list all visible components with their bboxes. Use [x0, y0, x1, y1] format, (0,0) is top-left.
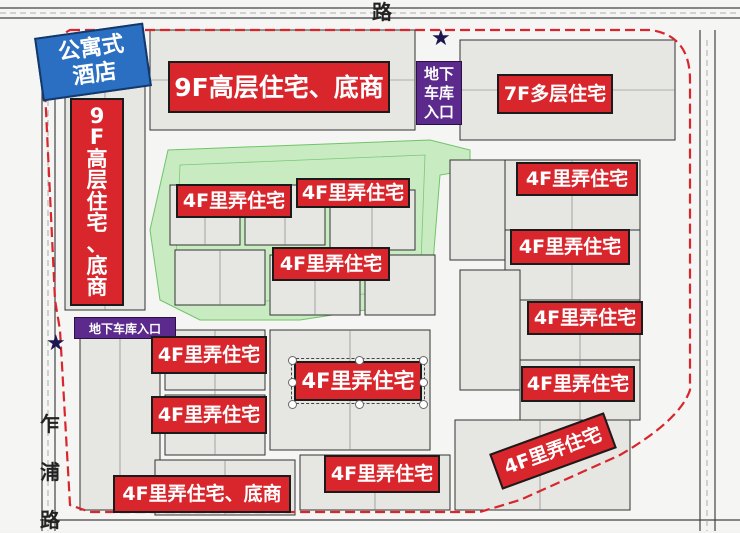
selection-handle[interactable]: [288, 378, 297, 387]
highrise-residential-label-top: 9F高层住宅、底商: [168, 61, 390, 113]
selection-handle[interactable]: [288, 356, 297, 365]
highrise-label-char: F: [89, 125, 105, 150]
highrise-label-char: 9: [89, 104, 105, 128]
lane-house-label: 4F里弄住宅: [521, 366, 635, 402]
highrise-label-char: 商: [86, 275, 108, 299]
lane-house-label: 4F里弄住宅: [527, 301, 643, 335]
garage-label-line: 入口: [423, 102, 454, 121]
selection-handle[interactable]: [355, 400, 364, 409]
lane-house-label: 4F里弄住宅: [176, 184, 292, 218]
star-icon: ★: [46, 331, 66, 356]
highrise-label-char: 宅: [86, 210, 108, 235]
lane-house-label: 4F里弄住宅: [272, 247, 390, 281]
garage-label-line: 车库: [423, 83, 454, 102]
garage-entrance-label-left: 地下车库入口: [74, 317, 176, 339]
selection-handle[interactable]: [419, 378, 428, 387]
garage-label-line: 地下: [423, 64, 454, 83]
multistorey-residential-label: 7F多层住宅: [497, 74, 613, 114]
lane-house-label: 4F里弄住宅: [151, 336, 267, 374]
highrise-label-char: 高: [86, 146, 108, 171]
selection-handle[interactable]: [288, 400, 297, 409]
road-label-left-2: 浦: [40, 460, 60, 484]
selection-handle[interactable]: [419, 356, 428, 365]
highrise-label-char: 底: [86, 253, 108, 278]
highrise-label-char: 、: [86, 232, 108, 257]
lane-house-label: 4F里弄住宅: [324, 455, 440, 493]
highrise-label-char: 住: [86, 189, 108, 214]
garage-entrance-label-top: 地下车库入口: [416, 61, 462, 125]
star-icon: ★: [431, 26, 451, 51]
road-label-top: 路: [372, 0, 392, 24]
selection-handle[interactable]: [355, 356, 364, 365]
lane-house-label: 4F里弄住宅: [516, 162, 638, 196]
road-label-left-3: 路: [40, 508, 60, 532]
road-label-left-1: 乍: [40, 412, 60, 436]
lane-house-label: 4F里弄住宅: [296, 178, 410, 208]
highrise-label-char: 层: [86, 168, 108, 193]
lane-house-label: 4F里弄住宅: [151, 396, 267, 434]
lane-house-label-selected[interactable]: 4F里弄住宅: [291, 358, 425, 404]
selection-handle[interactable]: [419, 400, 428, 409]
apartment-hotel-text: 公寓式 酒店: [56, 31, 126, 90]
lane-house-label: 4F里弄住宅: [510, 229, 630, 265]
lane-house-shop-label: 4F里弄住宅、底商: [113, 475, 291, 513]
